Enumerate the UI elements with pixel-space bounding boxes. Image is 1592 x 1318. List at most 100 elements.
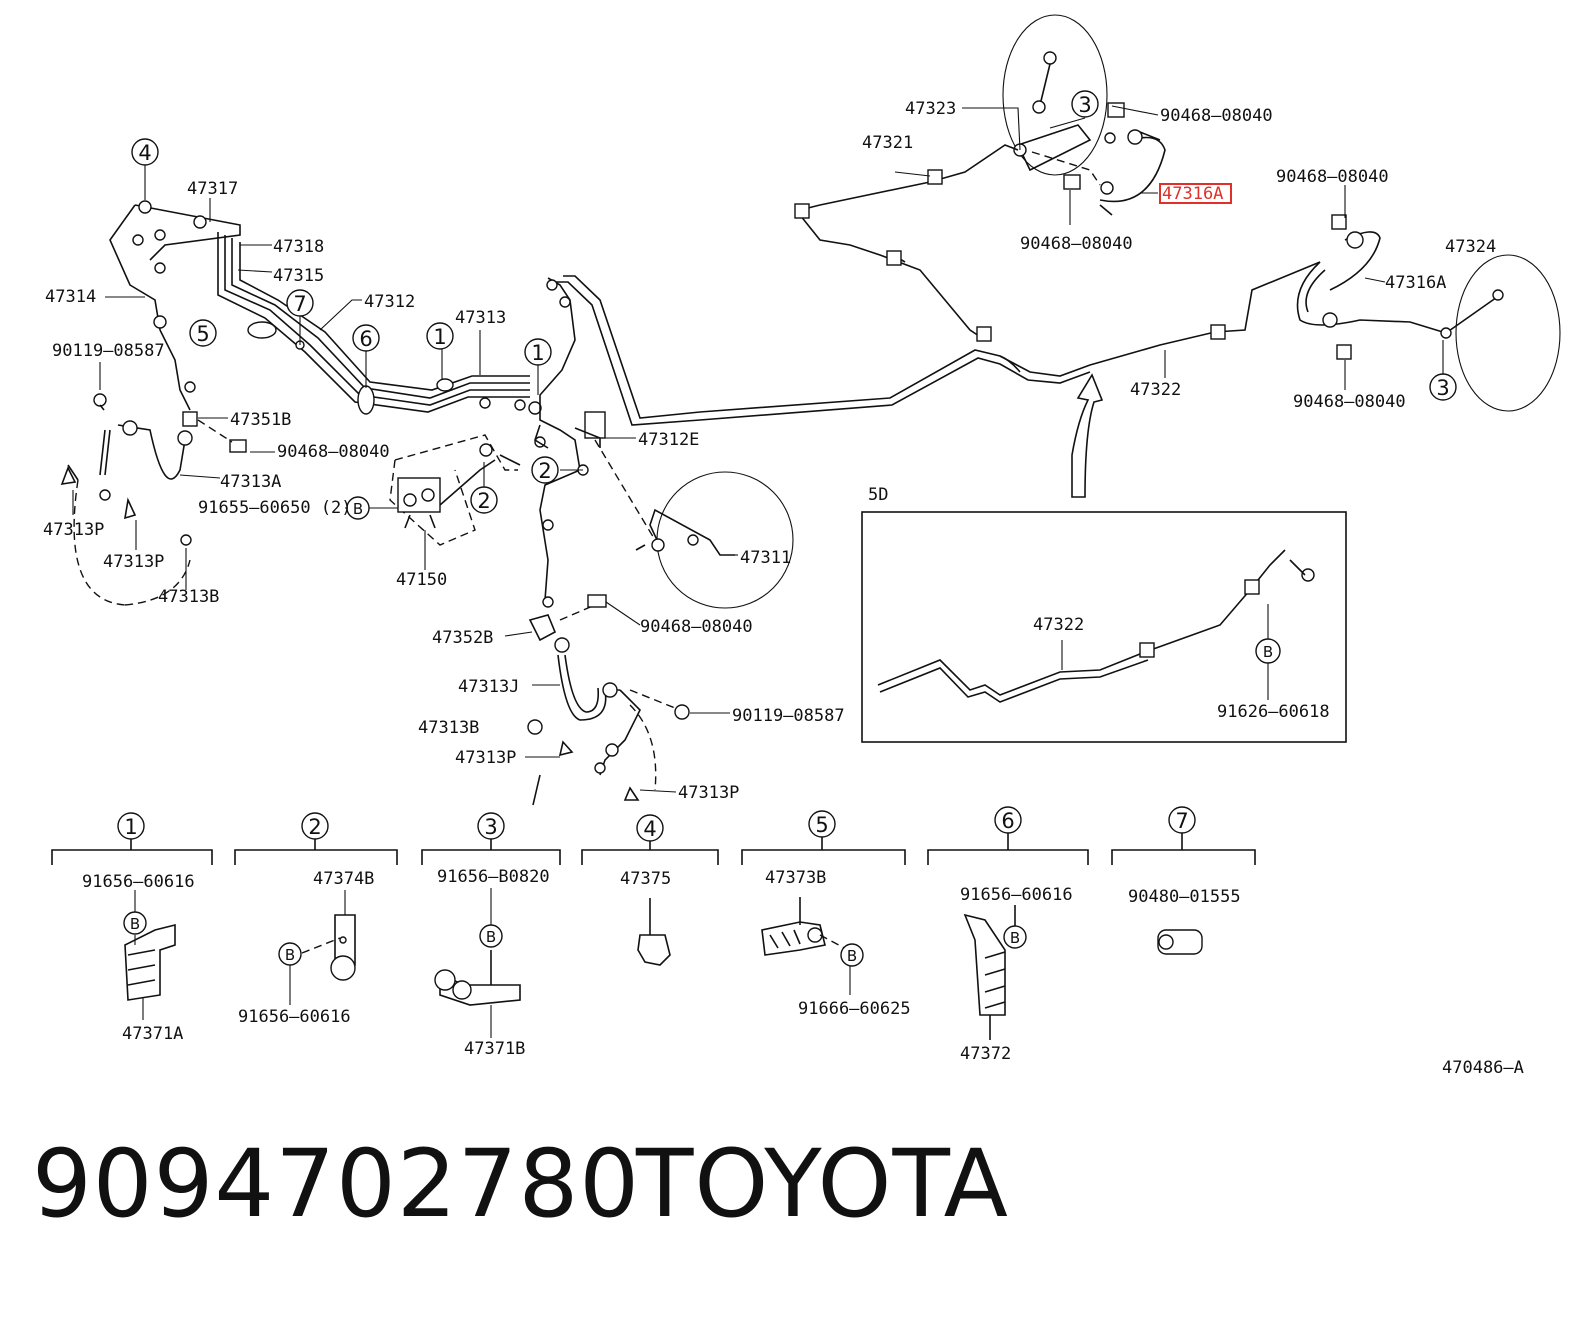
- label-47316A[interactable]: 47316A: [1385, 273, 1446, 293]
- label-47312E[interactable]: 47312E: [638, 430, 699, 450]
- svg-text:4: 4: [643, 817, 656, 841]
- label-47313P-a[interactable]: 47313P: [43, 520, 104, 540]
- label-90119-08587-a[interactable]: 90119–08587: [52, 341, 165, 361]
- label-47318[interactable]: 47318: [273, 237, 324, 257]
- label-47314[interactable]: 47314: [45, 287, 96, 307]
- proportioning-valve: [389, 434, 521, 546]
- label-47352B[interactable]: 47352B: [432, 628, 493, 648]
- group-callout-5[interactable]: 5: [808, 810, 836, 838]
- svg-text:B: B: [486, 928, 496, 946]
- label-90468-08040-b[interactable]: 90468–08040: [1020, 234, 1133, 254]
- label-91656-60616-group1[interactable]: 91656–60616: [82, 872, 195, 892]
- diagram-code: 470486–A: [1442, 1058, 1524, 1078]
- svg-text:5: 5: [196, 322, 209, 346]
- label-47322[interactable]: 47322: [1130, 380, 1181, 400]
- callout-2-left[interactable]: 2: [531, 456, 559, 484]
- label-47313B-a[interactable]: 47313B: [158, 587, 219, 607]
- group-callout-4[interactable]: 4: [636, 814, 664, 842]
- label-47313P-c[interactable]: 47313P: [455, 748, 516, 768]
- callout-7-top[interactable]: 7: [286, 289, 314, 317]
- label-91656-b0820[interactable]: 91656–B0820: [437, 867, 550, 887]
- callout-b-group5[interactable]: B: [840, 943, 864, 967]
- callout-5-top[interactable]: 5: [189, 319, 217, 347]
- rear-right-wheel-assembly: [1296, 214, 1561, 412]
- callout-b-group1[interactable]: B: [123, 911, 147, 935]
- label-47313J[interactable]: 47313J: [458, 677, 519, 697]
- label-47313A[interactable]: 47313A: [220, 472, 281, 492]
- front-right-hose-assembly: [527, 637, 690, 806]
- detail-brackets: [51, 833, 1256, 865]
- label-90468-08040-e[interactable]: 90468–08040: [277, 442, 390, 462]
- grommet-90480: [1157, 929, 1203, 955]
- brake-booster: [594, 439, 794, 609]
- label-90468-08040-f[interactable]: 90468–08040: [640, 617, 753, 637]
- group-callout-7[interactable]: 7: [1168, 806, 1196, 834]
- label-91626-60618[interactable]: 91626–60618: [1217, 702, 1330, 722]
- callout-4-top[interactable]: 4: [131, 138, 159, 166]
- label-47374B[interactable]: 47374B: [313, 869, 374, 889]
- callout-b-inset[interactable]: B: [1255, 638, 1281, 664]
- label-47317[interactable]: 47317: [187, 179, 238, 199]
- clamp-47372: [963, 905, 1016, 1040]
- label-47324[interactable]: 47324: [1445, 237, 1496, 257]
- label-47371B[interactable]: 47371B: [464, 1039, 525, 1059]
- label-91656-60616-group2[interactable]: 91656–60616: [238, 1007, 351, 1027]
- callout-b-group6[interactable]: B: [1003, 925, 1027, 949]
- label-91666-60625[interactable]: 91666–60625: [798, 999, 911, 1019]
- callout-2-lower[interactable]: 2: [470, 486, 498, 514]
- flex-hose-shape: [1099, 136, 1166, 203]
- rear-brake-tube: [555, 144, 1321, 426]
- svg-text:5: 5: [815, 813, 828, 837]
- svg-text:3: 3: [1078, 93, 1091, 117]
- svg-text:2: 2: [538, 459, 551, 483]
- group-callout-3[interactable]: 3: [477, 812, 505, 840]
- callout-circles: 3 3 4 7 5 6 1 1 2 2 B B: [117, 90, 1457, 967]
- label-47322-inset[interactable]: 47322: [1033, 615, 1084, 635]
- callout-3-top[interactable]: 3: [1071, 90, 1099, 118]
- svg-text:2: 2: [477, 489, 490, 513]
- callout-b-group3[interactable]: B: [479, 924, 503, 948]
- label-47321[interactable]: 47321: [862, 133, 913, 153]
- label-47373B[interactable]: 47373B: [765, 868, 826, 888]
- group-callout-2[interactable]: 2: [301, 812, 329, 840]
- label-90468-08040-c[interactable]: 90468–08040: [1276, 167, 1389, 187]
- label-47323[interactable]: 47323: [905, 99, 956, 119]
- svg-text:7: 7: [1175, 809, 1188, 833]
- callout-1-right[interactable]: 1: [524, 338, 552, 366]
- label-90468-08040-d[interactable]: 90468–08040: [1293, 392, 1406, 412]
- callout-b-group2[interactable]: B: [278, 942, 302, 966]
- label-90119-08587-b[interactable]: 90119–08587: [732, 706, 845, 726]
- label-90468-08040-a[interactable]: 90468–08040: [1160, 106, 1273, 126]
- label-47313P-b[interactable]: 47313P: [103, 552, 164, 572]
- callout-b-valve[interactable]: B: [346, 496, 370, 520]
- label-47316A-highlighted[interactable]: 47316A: [1162, 184, 1223, 204]
- group-callout-6[interactable]: 6: [994, 806, 1022, 834]
- label-47313[interactable]: 47313: [455, 308, 506, 328]
- svg-text:1: 1: [531, 341, 544, 365]
- label-47351B[interactable]: 47351B: [230, 410, 291, 430]
- label-47311[interactable]: 47311: [740, 548, 791, 568]
- label-47372[interactable]: 47372: [960, 1044, 1011, 1064]
- label-47313B-b[interactable]: 47313B: [418, 718, 479, 738]
- label-90480-01555[interactable]: 90480–01555: [1128, 887, 1241, 907]
- group-callout-1[interactable]: 1: [117, 812, 145, 840]
- callout-6-top[interactable]: 6: [352, 324, 380, 352]
- label-47150[interactable]: 47150: [396, 570, 447, 590]
- svg-text:4: 4: [138, 141, 151, 165]
- svg-text:B: B: [130, 915, 140, 933]
- label-47375[interactable]: 47375: [620, 869, 671, 889]
- bleeder-fitting: [1043, 51, 1057, 65]
- footer-brand: TOYOTA: [636, 1130, 1009, 1239]
- clip-shape: [1063, 174, 1081, 190]
- svg-text:7: 7: [293, 292, 306, 316]
- svg-text:2: 2: [308, 815, 321, 839]
- label-91655-60650[interactable]: 91655–60650 (2): [198, 498, 352, 518]
- label-91656-60616-group6[interactable]: 91656–60616: [960, 885, 1073, 905]
- label-47313P-d[interactable]: 47313P: [678, 783, 739, 803]
- label-47315[interactable]: 47315: [273, 266, 324, 286]
- label-47371A[interactable]: 47371A: [122, 1024, 183, 1044]
- callout-1-left[interactable]: 1: [426, 322, 454, 350]
- callout-3-right[interactable]: 3: [1429, 373, 1457, 401]
- label-47312[interactable]: 47312: [364, 292, 415, 312]
